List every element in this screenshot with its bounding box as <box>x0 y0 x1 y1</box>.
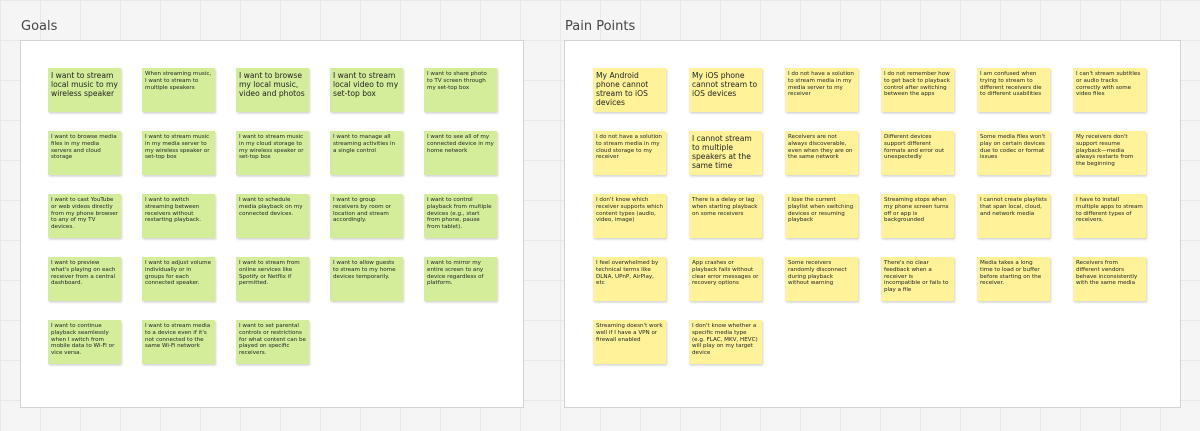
goal-sticky-note[interactable]: I want to set parental controls or restr… <box>236 320 309 364</box>
goal-sticky-note[interactable]: I want to continue playback seamlessly w… <box>48 320 121 364</box>
goal-sticky-note[interactable]: I want to schedule media playback on my … <box>236 194 309 238</box>
pain-sticky-note[interactable]: There's no clear feedback when a receive… <box>881 257 954 301</box>
pain-sticky-note[interactable]: I cannot create playlists that span loca… <box>977 194 1050 238</box>
pain-sticky-note[interactable]: My Android phone cannot stream to iOS de… <box>593 68 666 112</box>
pain-sticky-note[interactable]: Some receivers randomly disconnect durin… <box>785 257 858 301</box>
pain-sticky-note[interactable]: I have to install multiple apps to strea… <box>1073 194 1146 238</box>
goal-sticky-note[interactable]: I want to adjust volume individually or … <box>142 257 215 301</box>
pain-sticky-note[interactable]: Receivers from different vendors behave … <box>1073 257 1146 301</box>
pain-sticky-note[interactable]: I do not have a solution to stream media… <box>593 131 666 175</box>
pain-sticky-note[interactable]: Some media files won't play on certain d… <box>977 131 1050 175</box>
pain-points-title: Pain Points <box>565 19 636 34</box>
pain-sticky-note[interactable]: I do not have a solution to stream media… <box>785 68 858 112</box>
goal-sticky-note[interactable]: I want to mirror my entire screen to any… <box>424 257 497 301</box>
pain-sticky-note[interactable]: I do not remember how to get back to pla… <box>881 68 954 112</box>
pain-sticky-note[interactable]: Streaming doesn't work well if I have a … <box>593 320 666 364</box>
goal-sticky-note[interactable]: I want to stream local video to my set-t… <box>330 68 403 112</box>
goals-frame[interactable]: I want to stream local music to my wirel… <box>20 40 524 408</box>
goal-sticky-note[interactable]: I want to stream music in my cloud stora… <box>236 131 309 175</box>
pain-sticky-note[interactable]: My iOS phone cannot stream to iOS device… <box>689 68 762 112</box>
goal-sticky-note[interactable]: I want to switch streaming between recei… <box>142 194 215 238</box>
goal-sticky-note[interactable]: I want to allow guests to stream to my h… <box>330 257 403 301</box>
goal-sticky-note[interactable]: I want to cast YouTube or web videos dir… <box>48 194 121 238</box>
goal-sticky-note[interactable]: I want to see all of my connected device… <box>424 131 497 175</box>
pain-sticky-note[interactable]: I cannot stream to multiple speakers at … <box>689 131 762 175</box>
goal-sticky-note[interactable]: I want to control playback from multiple… <box>424 194 497 238</box>
pain-sticky-note[interactable]: I don't know which receiver supports whi… <box>593 194 666 238</box>
pain-sticky-note[interactable]: I am confused when trying to stream to d… <box>977 68 1050 112</box>
goal-sticky-note[interactable]: I want to share photo to TV screen throu… <box>424 68 497 112</box>
pain-sticky-note[interactable]: Receivers are not always discoverable, e… <box>785 131 858 175</box>
goal-sticky-note[interactable]: I want to stream from online services li… <box>236 257 309 301</box>
goal-sticky-note[interactable]: I want to stream local music to my wirel… <box>48 68 121 112</box>
pain-sticky-note[interactable]: I lose the current playlist when switchi… <box>785 194 858 238</box>
pain-sticky-note[interactable]: I can't stream subtitles or audio tracks… <box>1073 68 1146 112</box>
pain-sticky-note[interactable]: I don't know whether a specific media ty… <box>689 320 762 364</box>
pain-sticky-note[interactable]: App crashes or playback fails without cl… <box>689 257 762 301</box>
pain-sticky-note[interactable]: Streaming stops when my phone screen tur… <box>881 194 954 238</box>
pain-sticky-note[interactable]: Media takes a long time to load or buffe… <box>977 257 1050 301</box>
pain-sticky-note[interactable]: My receivers don't support resume playba… <box>1073 131 1146 175</box>
goal-sticky-note[interactable]: I want to browse my local music, video a… <box>236 68 309 112</box>
pain-sticky-note[interactable]: There is a delay or lag when starting pl… <box>689 194 762 238</box>
pain-points-frame[interactable]: My Android phone cannot stream to iOS de… <box>564 40 1181 408</box>
goal-sticky-note[interactable]: I want to preview what's playing on each… <box>48 257 121 301</box>
goal-sticky-note[interactable]: When streaming music, I want to stream t… <box>142 68 215 112</box>
goal-sticky-note[interactable]: I want to stream music in my media serve… <box>142 131 215 175</box>
pain-sticky-note[interactable]: I feel overwhelmed by technical terms li… <box>593 257 666 301</box>
goal-sticky-note[interactable]: I want to manage all streaming activitie… <box>330 131 403 175</box>
goal-sticky-note[interactable]: I want to stream media to a device even … <box>142 320 215 364</box>
pain-sticky-note[interactable]: Different devices support different form… <box>881 131 954 175</box>
goals-title: Goals <box>21 19 58 34</box>
goal-sticky-note[interactable]: I want to browse media files in my media… <box>48 131 121 175</box>
goal-sticky-note[interactable]: I want to group receivers by room or loc… <box>330 194 403 238</box>
